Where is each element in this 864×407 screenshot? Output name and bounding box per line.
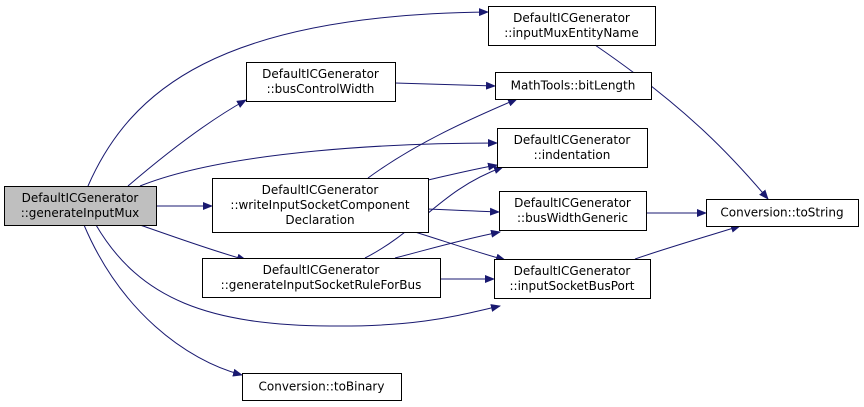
node-label: DefaultICGenerator: [513, 11, 630, 25]
edge-writeInputSocketComponentDeclaration-to-indentation: [427, 162, 498, 181]
edge-generateInputMux-to-toBinary: [83, 224, 243, 377]
node-box: [4, 186, 157, 226]
edge-inputMuxEntityName-to-toString: [594, 44, 769, 200]
node-box: [497, 128, 648, 168]
node-generateInputSocketRuleForBus[interactable]: DefaultICGenerator::generateInputSocketR…: [202, 258, 441, 298]
node-busWidthGeneric[interactable]: DefaultICGenerator::busWidthGeneric: [499, 191, 647, 231]
edge-writeInputSocketComponentDeclaration-to-bitLength: [367, 98, 518, 179]
node-label: ::inputMuxEntityName: [504, 26, 638, 40]
node-inputSocketBusPort[interactable]: DefaultICGenerator::inputSocketBusPort: [494, 259, 651, 299]
nodes-layer: DefaultICGenerator::generateInputMuxDefa…: [4, 6, 859, 401]
node-box: [212, 178, 429, 233]
node-label: Conversion::toString: [720, 206, 843, 220]
edge-writeInputSocketComponentDeclaration-to-busWidthGeneric: [427, 207, 500, 216]
edge-writeInputSocketComponentDeclaration-to-inputSocketBusPort: [414, 231, 506, 262]
node-toString[interactable]: Conversion::toString: [706, 199, 859, 227]
node-inputMuxEntityName[interactable]: DefaultICGenerator::inputMuxEntityName: [488, 6, 656, 46]
node-label: DefaultICGenerator: [514, 196, 631, 210]
node-writeInputSocketComponentDeclaration[interactable]: DefaultICGenerator::writeInputSocketComp…: [212, 178, 429, 233]
edge-busControlWidth-to-bitLength: [394, 81, 496, 90]
edge-generateInputMux-to-inputMuxEntityName: [87, 8, 489, 187]
node-label: ::busControlWidth: [267, 82, 375, 96]
edge-inputSocketBusPort-to-toString: [634, 224, 741, 260]
node-box: [242, 373, 402, 401]
node-box: [494, 259, 651, 299]
edge-generateInputSocketRuleForBus-to-indentation: [364, 166, 504, 259]
node-label: DefaultICGenerator: [514, 133, 631, 147]
node-label: ::indentation: [534, 148, 611, 162]
node-label: DefaultICGenerator: [514, 264, 631, 278]
node-generateInputMux[interactable]: DefaultICGenerator::generateInputMux: [4, 186, 157, 226]
node-label: ::inputSocketBusPort: [510, 279, 635, 293]
edge-generateInputMux-to-generateInputSocketRuleForBus: [139, 224, 247, 262]
node-box: [488, 6, 656, 46]
node-busControlWidth[interactable]: DefaultICGenerator::busControlWidth: [246, 62, 396, 102]
node-bitLength[interactable]: MathTools::bitLength: [495, 72, 652, 100]
node-label: ::writeInputSocketComponent: [230, 198, 409, 212]
node-box: [706, 199, 859, 227]
node-box: [495, 72, 652, 100]
edges-layer: [83, 8, 769, 377]
node-label: DefaultICGenerator: [262, 183, 379, 197]
node-box: [202, 258, 441, 298]
edge-generateInputMux-to-inputSocketBusPort: [95, 224, 501, 327]
node-toBinary[interactable]: Conversion::toBinary: [242, 373, 402, 401]
node-label: ::generateInputMux: [21, 206, 140, 220]
node-box: [499, 191, 647, 231]
node-label: ::busWidthGeneric: [517, 211, 628, 225]
node-label: DefaultICGenerator: [262, 67, 379, 81]
edge-generateInputSocketRuleForBus-to-busWidthGeneric: [394, 229, 501, 259]
node-box: [246, 62, 396, 102]
edge-generateInputMux-to-busControlWidth: [127, 99, 247, 187]
node-label: Conversion::toBinary: [259, 380, 385, 394]
node-indentation[interactable]: DefaultICGenerator::indentation: [497, 128, 648, 168]
node-label: ::generateInputSocketRuleForBus: [221, 278, 422, 292]
node-label: DefaultICGenerator: [263, 263, 380, 277]
node-label: DefaultICGenerator: [22, 191, 139, 205]
node-label: MathTools::bitLength: [511, 79, 636, 93]
edge-generateInputMux-to-indentation: [139, 139, 498, 187]
node-label: Declaration: [285, 213, 354, 227]
